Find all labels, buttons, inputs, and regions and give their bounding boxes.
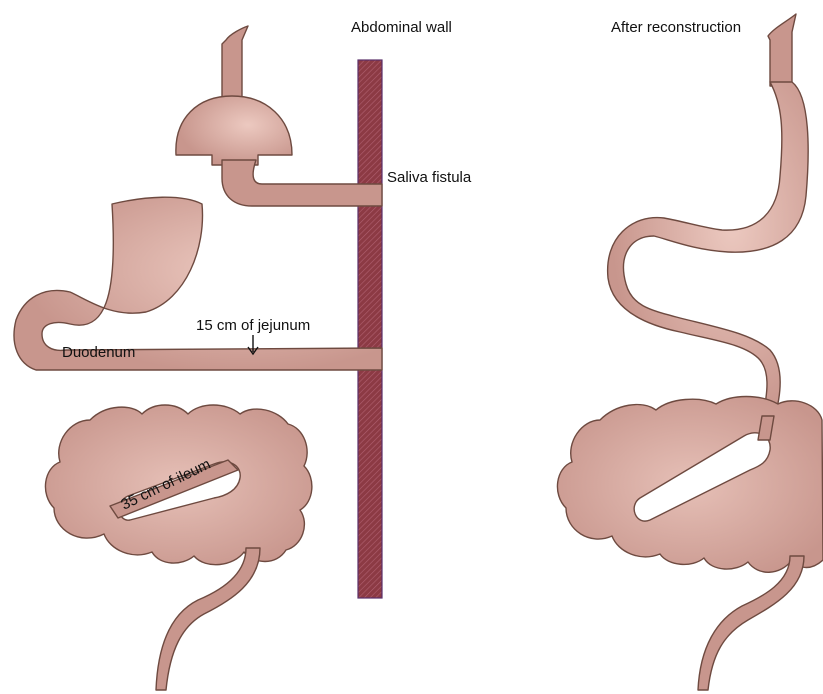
abdominal-wall [358, 60, 382, 598]
colon-right [557, 397, 823, 573]
label-saliva-fistula: Saliva fistula [387, 169, 472, 186]
label-duodenum: Duodenum [62, 344, 135, 361]
stomach-right [608, 82, 809, 420]
label-after-reconstruction: After reconstruction [611, 19, 741, 36]
esophagus-right [768, 14, 796, 86]
sigmoid-left [156, 548, 260, 690]
sigmoid-right [698, 556, 804, 690]
upper-pouch [176, 96, 292, 165]
label-abdominal-wall: Abdominal wall [351, 19, 452, 36]
label-jejunum: 15 cm of jejunum [196, 317, 310, 334]
esophagus [222, 26, 248, 98]
